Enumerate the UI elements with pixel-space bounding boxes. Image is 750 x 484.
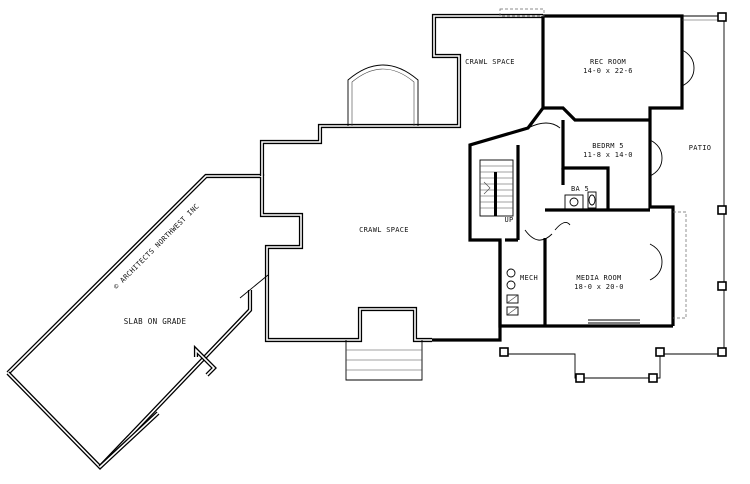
dashed-projection-top	[499, 8, 545, 17]
front-steps	[345, 340, 423, 381]
dashed-patio-edge	[673, 211, 687, 319]
room-label-patio: PATIO	[689, 144, 712, 152]
bath-fixtures	[564, 191, 597, 210]
room-label-bedroom5: BEDRM 5	[592, 142, 624, 150]
room-dims-bedroom5: 11-8 x 14-0	[583, 151, 633, 159]
patio-outline	[505, 15, 725, 379]
room-label-crawl-main: CRAWL SPACE	[359, 226, 409, 234]
room-label-bath5: BA 5	[571, 185, 589, 193]
doors	[524, 49, 695, 324]
room-label-rec: REC ROOM	[590, 58, 626, 66]
room-dims-rec: 14-0 x 22-6	[583, 67, 633, 75]
watermark-text: © ARCHITECTS NORTHWEST INC	[112, 202, 201, 291]
mech-equipment	[506, 268, 519, 316]
stair	[479, 159, 514, 217]
room-label-mech: MECH	[520, 274, 538, 282]
crawl-and-slab-outline	[6, 13, 543, 471]
bay-window-arch	[347, 64, 419, 126]
room-label-crawl-top: CRAWL SPACE	[465, 58, 515, 66]
area-label-slab: SLAB ON GRADE	[124, 317, 187, 326]
room-dims-media: 18-0 x 20-0	[574, 283, 624, 291]
patio-posts	[499, 12, 727, 383]
room-label-media: MEDIA ROOM	[576, 274, 621, 282]
stair-label-up: UP	[504, 216, 513, 224]
